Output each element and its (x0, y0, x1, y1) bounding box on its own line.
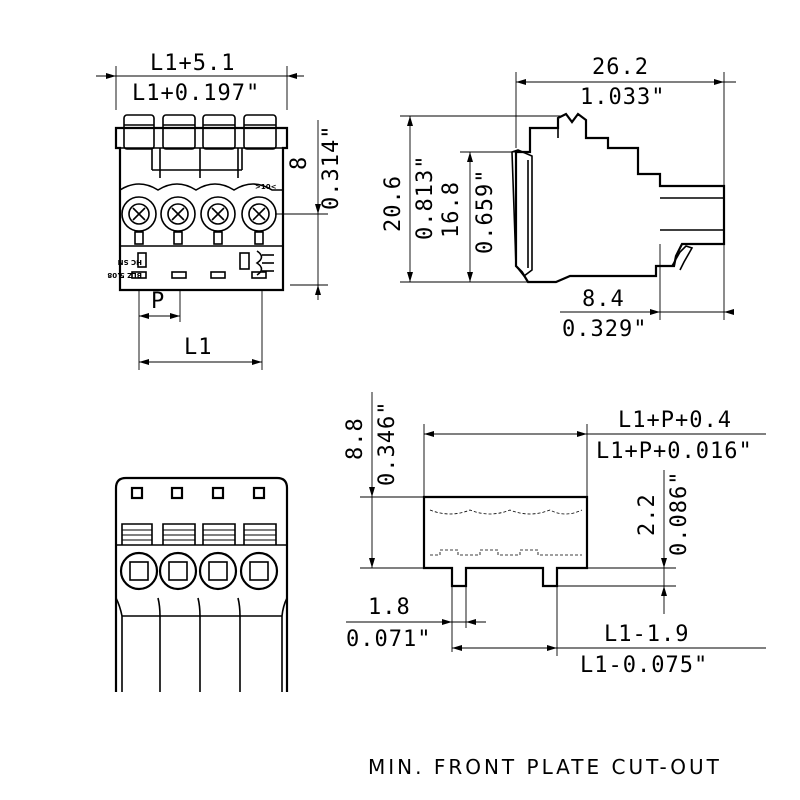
cutout-caption: MIN. FRONT PLATE CUT-OUT (368, 755, 722, 779)
side-length-mm: 26.2 (592, 55, 649, 80)
cutout-width-in: L1+P+0.016" (596, 439, 753, 464)
side-pin-in: 0.329" (562, 317, 647, 342)
wire-openings (119, 551, 279, 591)
side-height-body-in: 0.659" (473, 169, 498, 254)
cutout-offset-in: L1-0.075" (580, 653, 708, 678)
front-view: >10< BLZ 5.08 HC SN (96, 51, 344, 370)
ribbed-blocks (121, 523, 277, 545)
bottom-view (114, 476, 289, 692)
marking-side-2: HC SN (118, 258, 142, 266)
side-pin-mm: 8.4 (582, 287, 625, 312)
cutout-depth-in: 0.086" (667, 471, 692, 556)
marking-arrow: >10< (255, 183, 277, 191)
side-length-in: 1.033" (580, 85, 665, 110)
front-height-in: 0.314" (319, 125, 344, 210)
front-width-mm: L1+5.1 (150, 51, 235, 76)
cutout-height-mm: 8.8 (343, 417, 368, 460)
cutout-height-in: 0.346" (375, 401, 400, 486)
cutout-width-mm: L1+P+0.4 (618, 408, 732, 433)
side-height-total-mm: 20.6 (381, 175, 406, 232)
cutout-depth-mm: 2.2 (635, 493, 660, 536)
length-label: L1 (184, 335, 213, 360)
side-height-total-in: 0.813" (413, 155, 438, 240)
cutout-offset-mm: L1-1.9 (604, 622, 689, 647)
cutout-pin-in: 0.071" (346, 627, 431, 652)
screw-terminals (121, 196, 277, 232)
side-view: 26.2 1.033" 20.6 0.813" 16.8 0.659" 8.4 … (381, 55, 736, 342)
latch-tabs (123, 114, 277, 150)
pitch-label: P (151, 289, 165, 314)
front-height-mm: 8 (287, 156, 312, 170)
side-height-body-mm: 16.8 (439, 181, 464, 238)
cutout-pin-mm: 1.8 (368, 595, 411, 620)
front-width-in: L1+0.197" (132, 81, 260, 106)
cutout-view: L1+P+0.4 L1+P+0.016" 8.8 0.346" 2.2 0.08… (343, 392, 766, 678)
marking-side-1: BLZ 5.08 (107, 271, 142, 279)
